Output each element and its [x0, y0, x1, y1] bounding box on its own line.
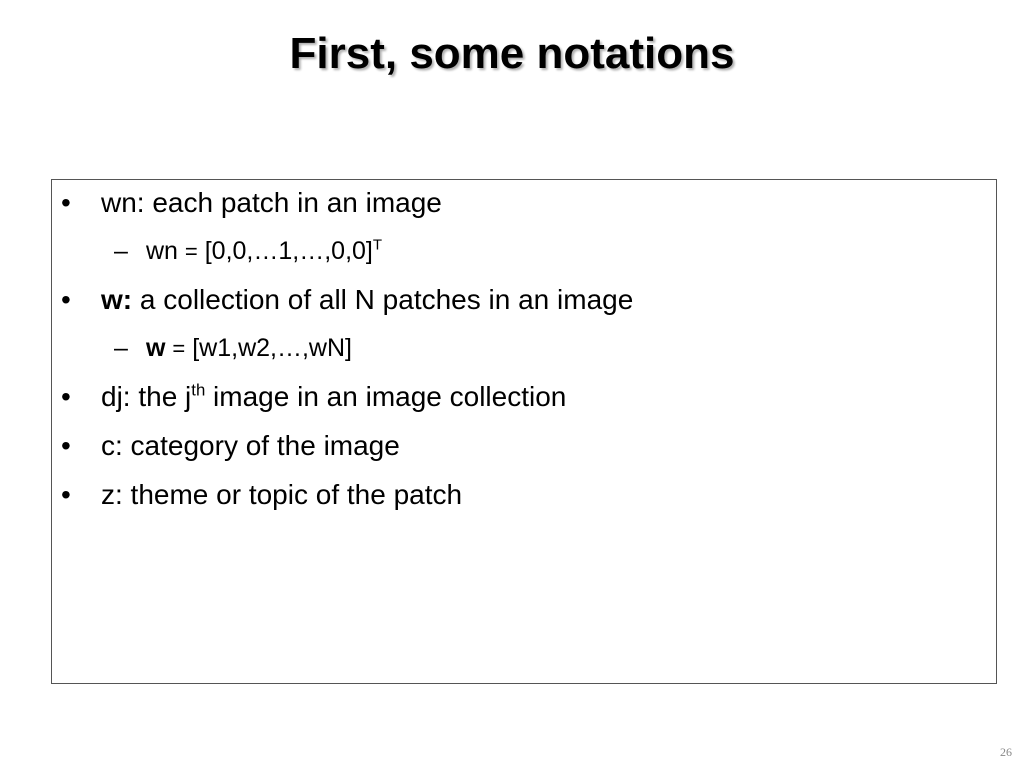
bullet-text-post: image in an image collection	[205, 381, 567, 412]
superscript-t: T	[372, 236, 383, 254]
sub-item-prefix: wn	[146, 237, 178, 265]
superscript-th: th	[191, 380, 206, 400]
sub-item-wn-vector: – wn = [0,0,…1,…,0,0]T	[52, 235, 996, 268]
bullet-text: c: category of the image	[101, 430, 400, 461]
sub-item-w-vector: – w = [w1,w2,…,wN]	[52, 332, 996, 365]
sub-item-value: [0,0,…1,…,0,0]	[204, 237, 373, 265]
bullet-item-dj: • dj: the jth image in an image collecti…	[52, 380, 996, 414]
bullet-item-wn: • wn: each patch in an image	[52, 186, 996, 220]
equals-sign: =	[172, 336, 186, 361]
bullet-marker: •	[61, 479, 71, 510]
bold-term-w: w:	[101, 284, 133, 315]
content-box: • wn: each patch in an image – wn = [0,0…	[51, 179, 997, 684]
sub-bullet-marker: –	[114, 334, 128, 362]
bullet-marker: •	[61, 430, 71, 461]
bullet-item-z: • z: theme or topic of the patch	[52, 478, 996, 512]
bold-term-w: w	[146, 334, 166, 362]
bullet-marker: •	[61, 284, 71, 315]
sub-bullet-marker: –	[114, 237, 128, 265]
bullet-marker: •	[61, 381, 71, 412]
bullet-text: z: theme or topic of the patch	[101, 479, 463, 510]
bullet-text: a collection of all N patches in an imag…	[132, 284, 634, 315]
page-number: 26	[1000, 745, 1012, 759]
slide-title: First, some notations	[289, 29, 735, 78]
bullet-text-pre: dj: the j	[101, 381, 192, 412]
bullet-item-c: • c: category of the image	[52, 429, 996, 463]
bullet-list: • wn: each patch in an image – wn = [0,0…	[52, 186, 996, 527]
equals-sign: =	[184, 239, 198, 264]
bullet-text: wn: each patch in an image	[101, 187, 442, 218]
bullet-marker: •	[61, 187, 71, 218]
bullet-item-w: • w: a collection of all N patches in an…	[52, 283, 996, 317]
sub-item-value: [w1,w2,…,wN]	[192, 334, 352, 362]
